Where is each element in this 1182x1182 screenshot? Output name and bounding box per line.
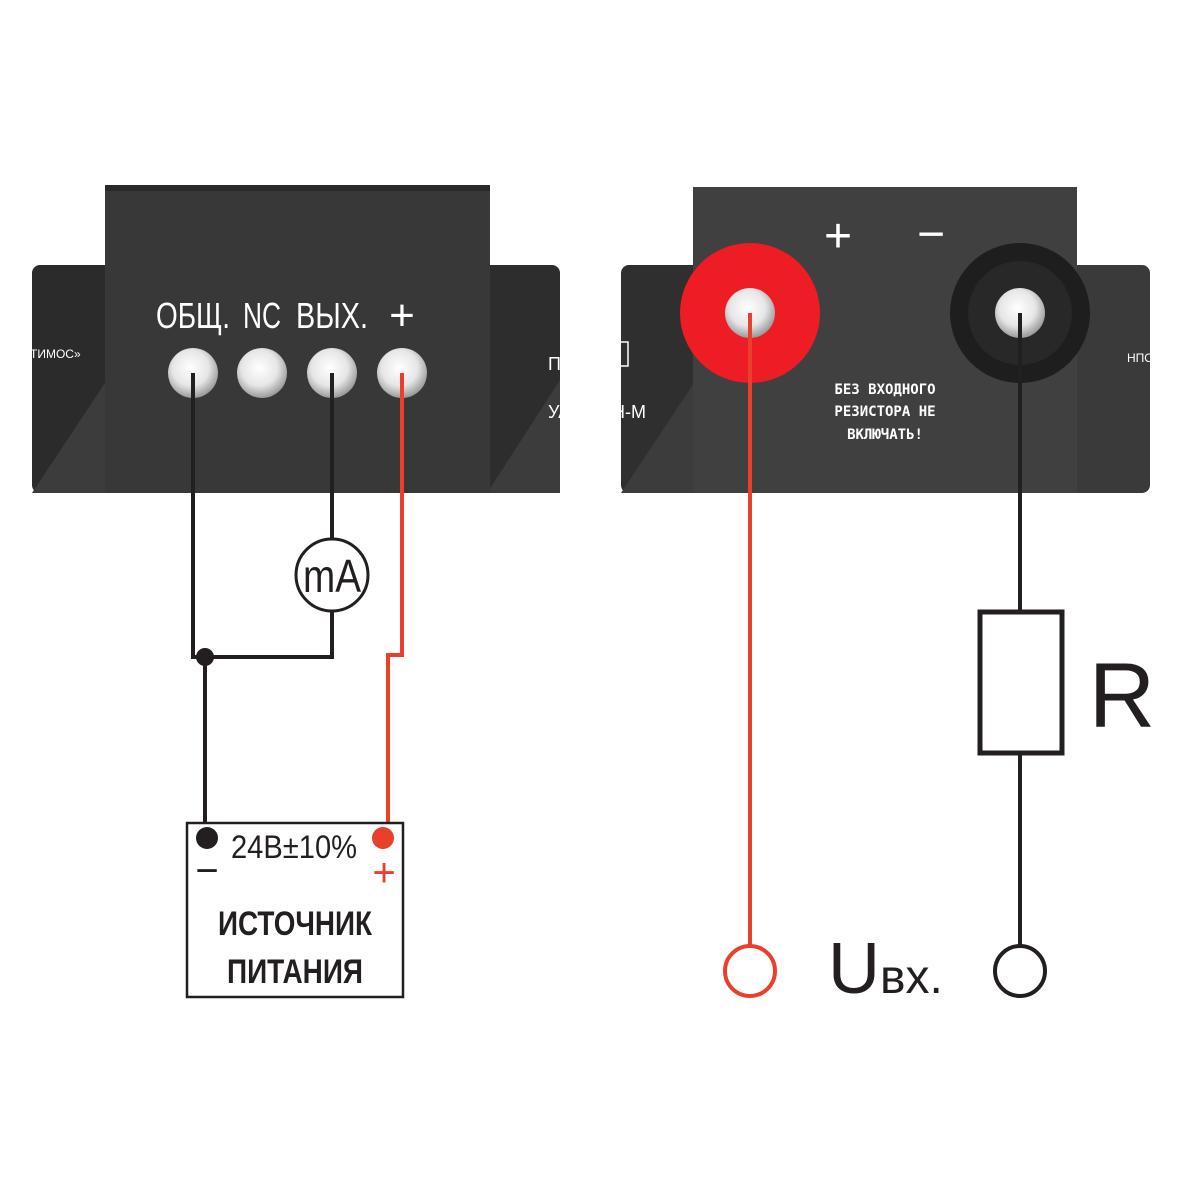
plus-sign: +	[372, 851, 395, 895]
input-terminal-plus[interactable]	[723, 944, 777, 998]
side-text: УА	[548, 402, 570, 422]
ammeter: mA	[294, 537, 370, 613]
power-supply-title-1: ИСТОЧНИК	[218, 905, 372, 943]
plus-label: +	[824, 210, 852, 263]
left-device-body	[105, 185, 490, 493]
minus-sign: −	[195, 849, 218, 893]
side-text: ТИМОС»	[30, 347, 81, 361]
terminal-label-common: ОБЩ.	[156, 295, 230, 336]
plus-terminal-dot	[372, 827, 394, 849]
terminal-label-plus: +	[389, 291, 415, 340]
input-terminal-minus[interactable]	[993, 944, 1047, 998]
power-supply-box	[185, 821, 405, 999]
side-text: ПИ	[548, 354, 574, 374]
terminal-label-out: ВЫХ.	[296, 295, 368, 336]
side-bevel	[621, 380, 696, 493]
right-device-side-right	[1070, 265, 1150, 493]
side-bevel	[487, 380, 560, 493]
side-text: Н-М	[612, 402, 646, 422]
warning-line-3: ВКЛЮЧАТЬ!	[847, 427, 923, 443]
right-device: Н-М НПО «ТЕ + − БЕЗ ВХОДНОГО РЕЗИСТОРА Н…	[612, 187, 1179, 493]
resistor-symbol-icon	[621, 341, 629, 367]
warning-line-2: РЕЗИСТОРА НЕ	[834, 404, 935, 420]
wire-common	[191, 373, 334, 659]
minus-label: −	[917, 208, 945, 261]
terminal-screw-nc[interactable]	[237, 348, 287, 398]
power-supply: 24В±10% − + ИСТОЧНИК ПИТАНИЯ	[185, 821, 405, 999]
ammeter-label: mA	[303, 550, 361, 602]
left-device: ТИМОС» ПИ УА ОБЩ. NC ВЫХ. +	[30, 185, 574, 493]
warning-line-1: БЕЗ ВХОДНОГО	[834, 382, 935, 398]
power-supply-voltage: 24В±10%	[231, 829, 357, 865]
power-supply-title-2: ПИТАНИЯ	[227, 953, 363, 991]
resistor	[977, 609, 1065, 756]
input-voltage-main: U	[828, 929, 880, 1009]
input-voltage-label: Uвх.	[828, 929, 943, 1009]
minus-terminal-dot	[196, 827, 218, 849]
side-text: НПО «ТЕ	[1127, 351, 1179, 365]
terminal-label-nc: NC	[243, 295, 281, 336]
ammeter-circle	[294, 537, 370, 613]
junction-dot	[196, 648, 214, 666]
right-wiring	[748, 313, 1022, 946]
side-bevel	[32, 380, 107, 493]
input-voltage-sub: вх.	[880, 951, 943, 1004]
wire-plus	[386, 373, 404, 835]
body-top-edge	[105, 185, 490, 191]
left-wiring	[191, 373, 404, 835]
resistor-label: R	[1089, 645, 1155, 747]
